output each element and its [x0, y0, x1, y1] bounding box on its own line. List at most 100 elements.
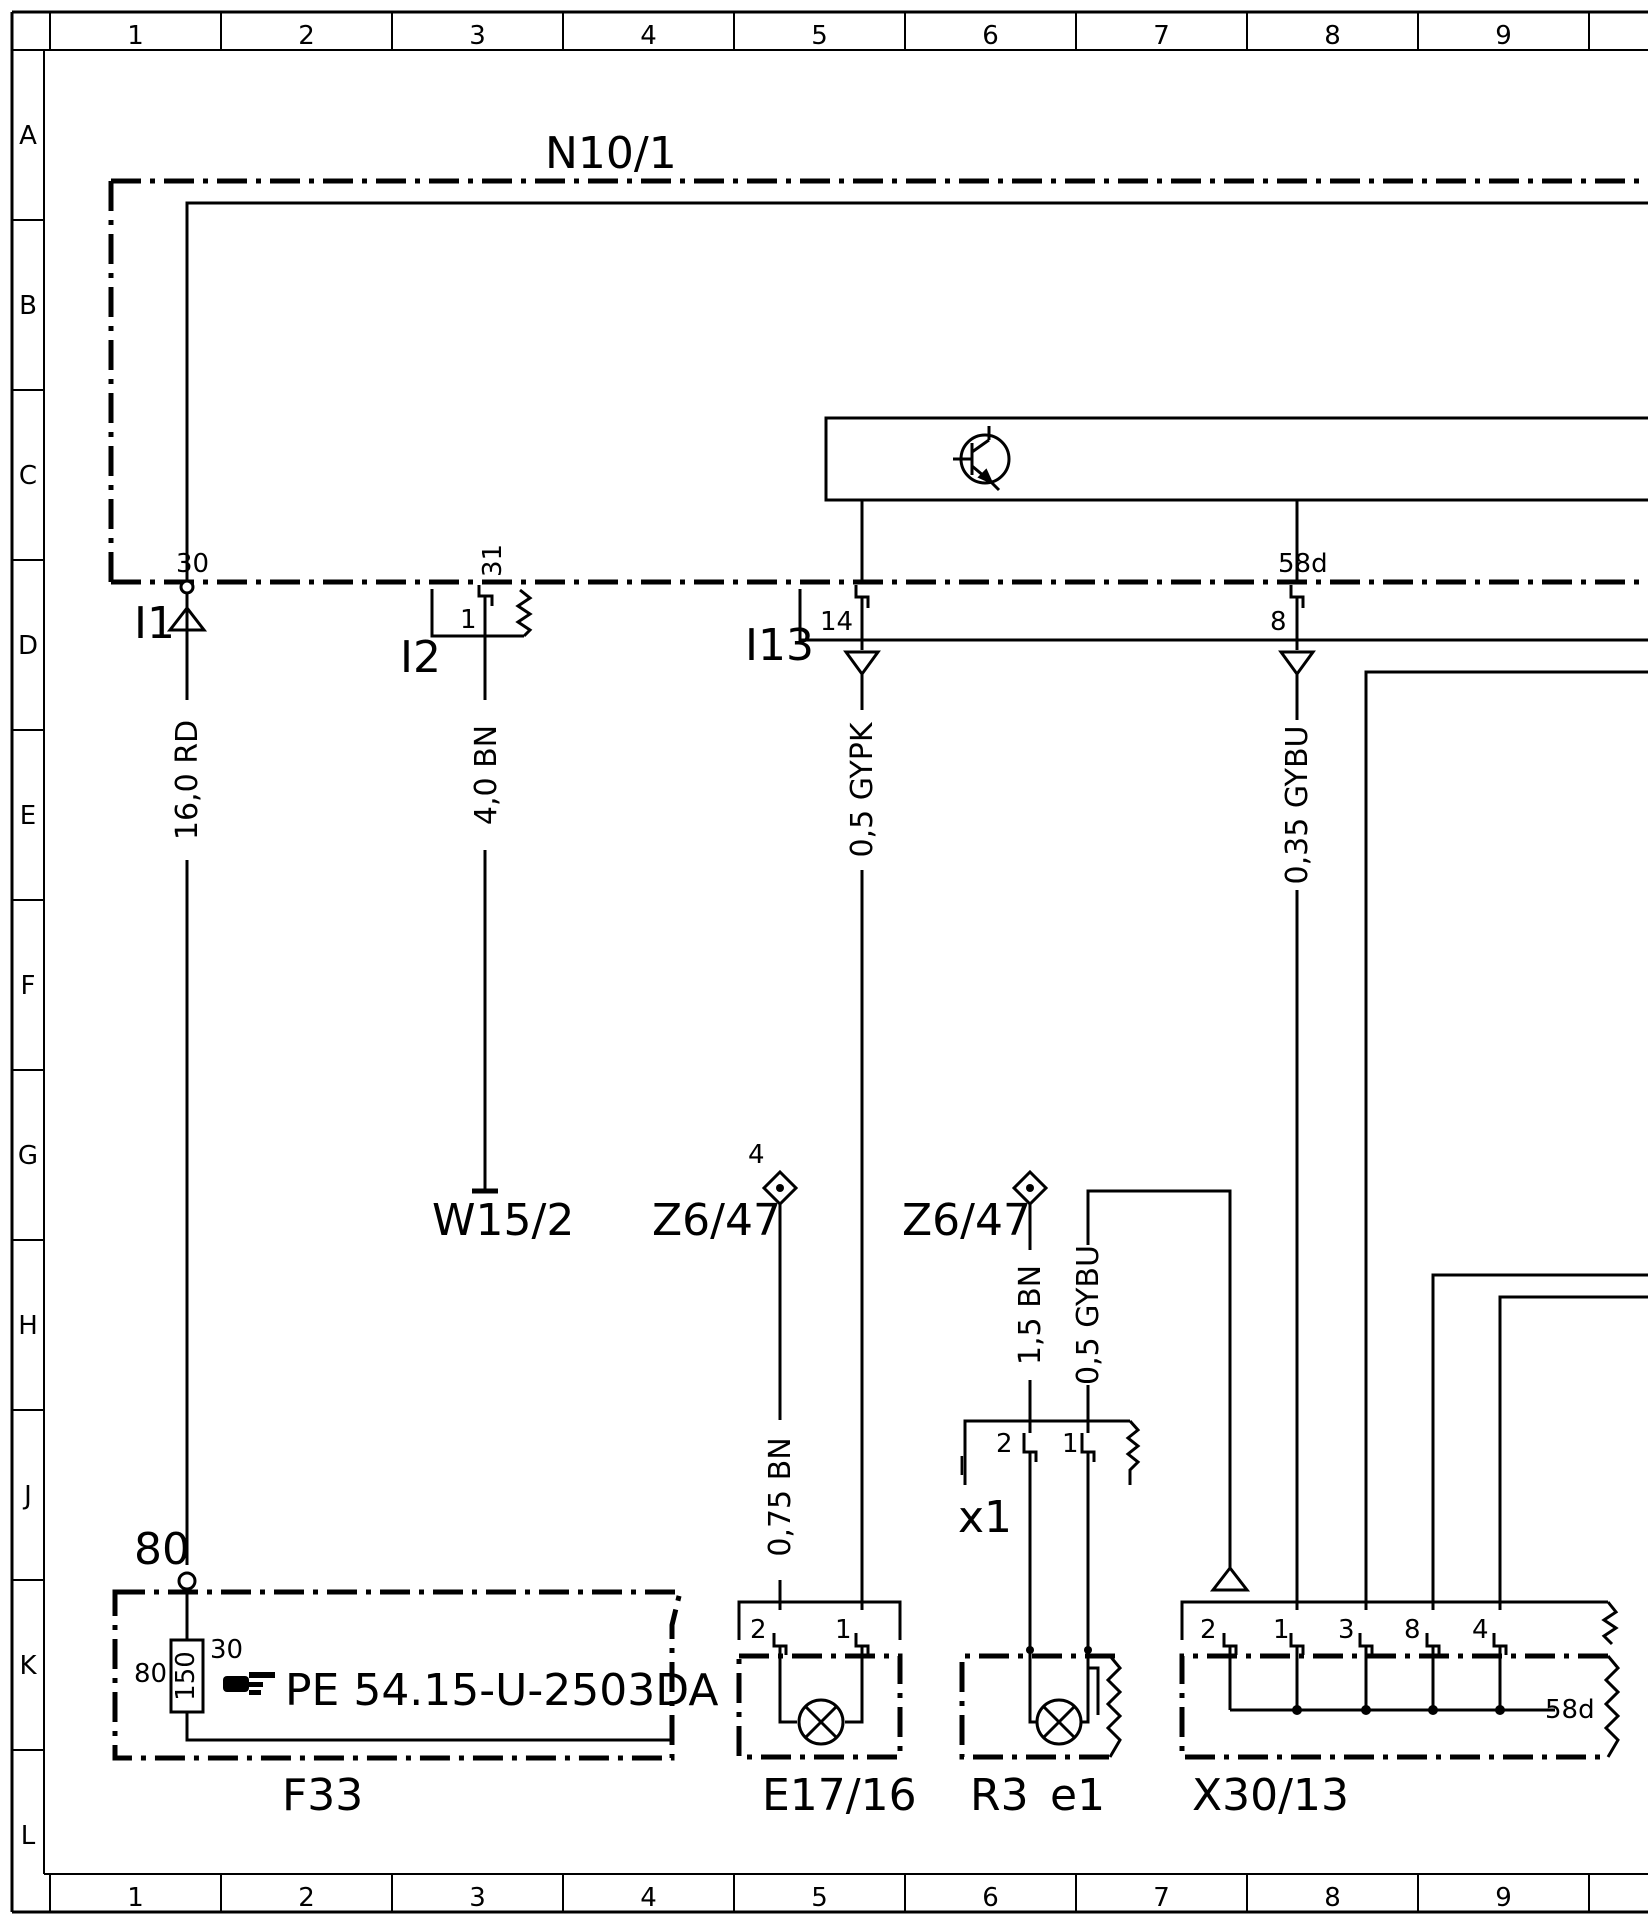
column-label-bottom: 6	[982, 1883, 999, 1913]
row-ruler-left: A B C D E F G H J K L	[12, 49, 44, 1851]
column-ruler-top: 1 2 3 4 5 6 7 8 9	[49, 12, 1590, 51]
circuit-31: 31 1 I2 4,0 BN W15/2	[400, 544, 574, 1246]
lamp-icon	[797, 1698, 845, 1746]
x30-pin-8-label: 8	[1404, 1615, 1421, 1645]
x30-58d-label: 58d	[1545, 1695, 1595, 1725]
z6-right-label: Z6/47	[902, 1195, 1031, 1246]
fuse-box-f33: 150 80 30 PE 54.15-U-2503DA F33	[112, 1589, 718, 1821]
x30-pin-3-label: 3	[1338, 1615, 1355, 1645]
transistor-icon	[953, 426, 1011, 492]
column-label-bottom: 8	[1324, 1883, 1341, 1913]
x30-pin-2-label: 2	[1200, 1615, 1217, 1645]
column-label-top: 3	[469, 21, 486, 51]
wire-14-label: 0,5 GYPK	[845, 721, 880, 857]
e17-pin-2-label: 2	[750, 1615, 767, 1645]
lamp-e17: 2 1 E17/16	[736, 1600, 917, 1821]
z6-left-label: Z6/47	[652, 1195, 781, 1246]
n10-boundary	[108, 178, 1648, 585]
row-label: B	[19, 291, 37, 321]
column-label-bottom: 1	[127, 1883, 144, 1913]
connector-i13-label: I13	[745, 620, 814, 671]
break-zigzag-icon-x30	[1603, 1655, 1621, 1758]
column-label-top: 2	[298, 21, 315, 51]
wire-z6-left-label: 0,75 BN	[763, 1437, 798, 1556]
x30-feed-wires	[1086, 670, 1648, 1610]
break-zigzag-icon	[1105, 1655, 1123, 1758]
row-label: H	[18, 1311, 38, 1341]
column-label-top: 4	[640, 21, 657, 51]
connector-i1-label: I1	[134, 598, 175, 649]
e1-label: e1	[1050, 1770, 1105, 1821]
x1-label: x1	[958, 1492, 1012, 1543]
n10-label: N10/1	[545, 128, 677, 179]
e17-label: E17/16	[762, 1770, 917, 1821]
row-label: J	[22, 1481, 32, 1511]
column-label-bottom: 7	[1153, 1883, 1170, 1913]
row-label: E	[20, 801, 36, 831]
ground-z6-right: Z6/47 1,5 BN 0,5 GYBU	[902, 1169, 1107, 1433]
row-label: C	[19, 461, 37, 491]
f33-pin-80-label: 80	[134, 1659, 167, 1689]
column-label-bottom: 9	[1495, 1883, 1512, 1913]
wire-z6-right-label: 1,5 BN	[1013, 1265, 1048, 1365]
row-label: L	[21, 1821, 36, 1851]
pin-80-top-label: 80	[134, 1524, 190, 1575]
connector-block-x30: 2 1 3 8 4 58d X30/13	[1179, 1565, 1621, 1821]
fuse-150-label: 150	[171, 1651, 201, 1701]
ground-w15-label: W15/2	[432, 1195, 574, 1246]
pin-14-label: 14	[820, 607, 853, 637]
row-label: A	[19, 121, 37, 151]
n10-inner-line	[185, 201, 1648, 580]
pointing-hand-icon	[223, 1672, 275, 1695]
wire-x1-1-label: 0,5 GYBU	[1071, 1245, 1106, 1385]
wire-8-label: 0,35 GYBU	[1280, 726, 1315, 885]
pin-58d-label: 58d	[1278, 549, 1328, 579]
pin-31-label: 31	[478, 544, 508, 577]
column-label-bottom: 4	[640, 1883, 657, 1913]
pin-30-label: 30	[176, 549, 209, 579]
pin-i2-1-label: 1	[460, 605, 477, 635]
connector-14-arrow-icon	[843, 650, 881, 677]
wire-31-label: 4,0 BN	[469, 725, 504, 825]
connector-i13: I13 14 0,5 GYPK 58d 8 0,35 GYBU	[745, 549, 1648, 1610]
circuit-30: 30 I1 16,0 RD 80	[134, 549, 209, 1591]
wire-30-label: 16,0 RD	[170, 720, 205, 840]
r3-label: R3	[970, 1770, 1029, 1821]
x1-pin-1-label: 1	[1062, 1429, 1079, 1459]
connector-8-arrow-icon	[1278, 650, 1316, 677]
x30-pin-4-label: 4	[1472, 1615, 1489, 1645]
rheostat-r3: R3 e1	[959, 1646, 1123, 1821]
column-label-top: 7	[1153, 21, 1170, 51]
column-label-top: 8	[1324, 21, 1341, 51]
column-label-bottom: 5	[811, 1883, 828, 1913]
f33-pin-30-label: 30	[210, 1635, 243, 1665]
connector-x30-arrow-icon	[1209, 1565, 1251, 1592]
diagram-frame	[10, 10, 1648, 1914]
column-label-bottom: 2	[298, 1883, 315, 1913]
z6-left-pin-label: 4	[748, 1140, 765, 1170]
x1-pin-2-label: 2	[996, 1429, 1013, 1459]
x30-label: X30/13	[1192, 1770, 1349, 1821]
column-label-top: 1	[127, 21, 144, 51]
row-label: K	[19, 1651, 37, 1681]
column-label-top: 9	[1495, 21, 1512, 51]
row-label: G	[18, 1141, 38, 1171]
connector-i2-label: I2	[400, 632, 441, 683]
row-label: F	[21, 971, 36, 1001]
column-ruler-bottom: 1 2 3 4 5 6 7 8 9	[49, 1874, 1590, 1913]
column-label-top: 5	[811, 21, 828, 51]
pin-8-label: 8	[1270, 607, 1287, 637]
ground-z6-left: 4 Z6/47 0,75 BN	[652, 1140, 799, 1610]
column-label-bottom: 3	[469, 1883, 486, 1913]
transistor-module	[824, 416, 1648, 584]
column-label-top: 6	[982, 21, 999, 51]
x30-pin-1-label: 1	[1273, 1615, 1290, 1645]
reference-text[interactable]: PE 54.15-U-2503DA	[285, 1665, 718, 1716]
row-label: D	[18, 631, 38, 661]
shield-zigzag-icon	[515, 588, 533, 638]
f33-label: F33	[282, 1770, 363, 1821]
x1-marker-label: I	[958, 1452, 966, 1482]
connector-x1	[963, 1419, 1141, 1650]
e17-pin-1-label: 1	[835, 1615, 852, 1645]
